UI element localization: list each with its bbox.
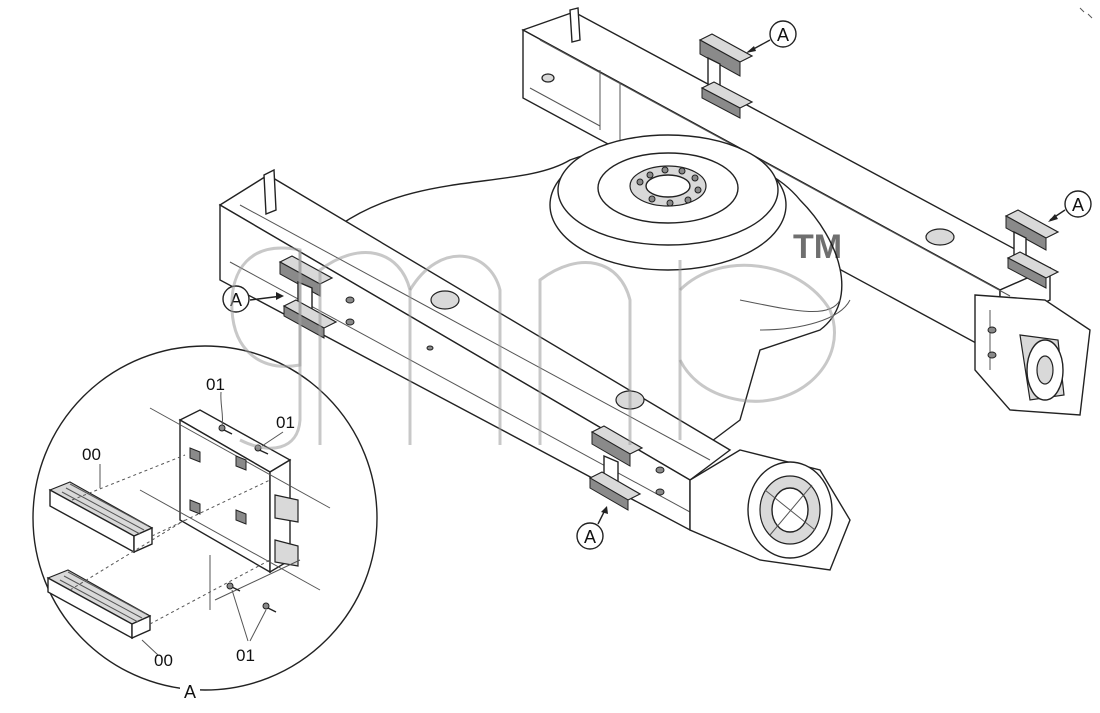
bearing-bolts <box>636 166 702 207</box>
track-frame-assembly <box>218 7 1091 571</box>
guide-pad-center-bottom <box>588 425 644 511</box>
part-label-01-bottom: 01 <box>236 646 255 665</box>
corner-marks <box>1079 7 1093 19</box>
detail-bracket <box>139 407 331 610</box>
pad-upper <box>48 481 154 554</box>
part-label-00-upper: 00 <box>82 445 101 464</box>
part-label-00-lower: 00 <box>154 651 173 670</box>
part-label-01-upper-right: 01 <box>276 413 295 432</box>
watermark-tm: TM <box>793 228 842 266</box>
guide-pad-top-right-lower <box>1004 209 1060 289</box>
detail-title: A <box>184 682 196 702</box>
callout-top-right-lower: A <box>1048 190 1092 222</box>
bolts <box>218 424 277 613</box>
callout-label: A <box>777 25 789 45</box>
part-label-01-upper-left: 01 <box>206 375 225 394</box>
watermark-logo: TM <box>230 228 842 450</box>
callout-label: A <box>584 527 596 547</box>
lower-track-rail <box>218 168 851 571</box>
callout-center-bottom: A <box>576 506 608 550</box>
callout-label: A <box>1072 195 1084 215</box>
callout-top-right-upper: A <box>746 20 797 53</box>
pad-lower <box>46 569 152 640</box>
detail-leaders <box>69 391 284 656</box>
detail-view-a: 00 00 01 01 01 A <box>32 345 378 702</box>
guide-pad-top-right-upper <box>698 33 754 119</box>
carbody <box>338 134 851 451</box>
